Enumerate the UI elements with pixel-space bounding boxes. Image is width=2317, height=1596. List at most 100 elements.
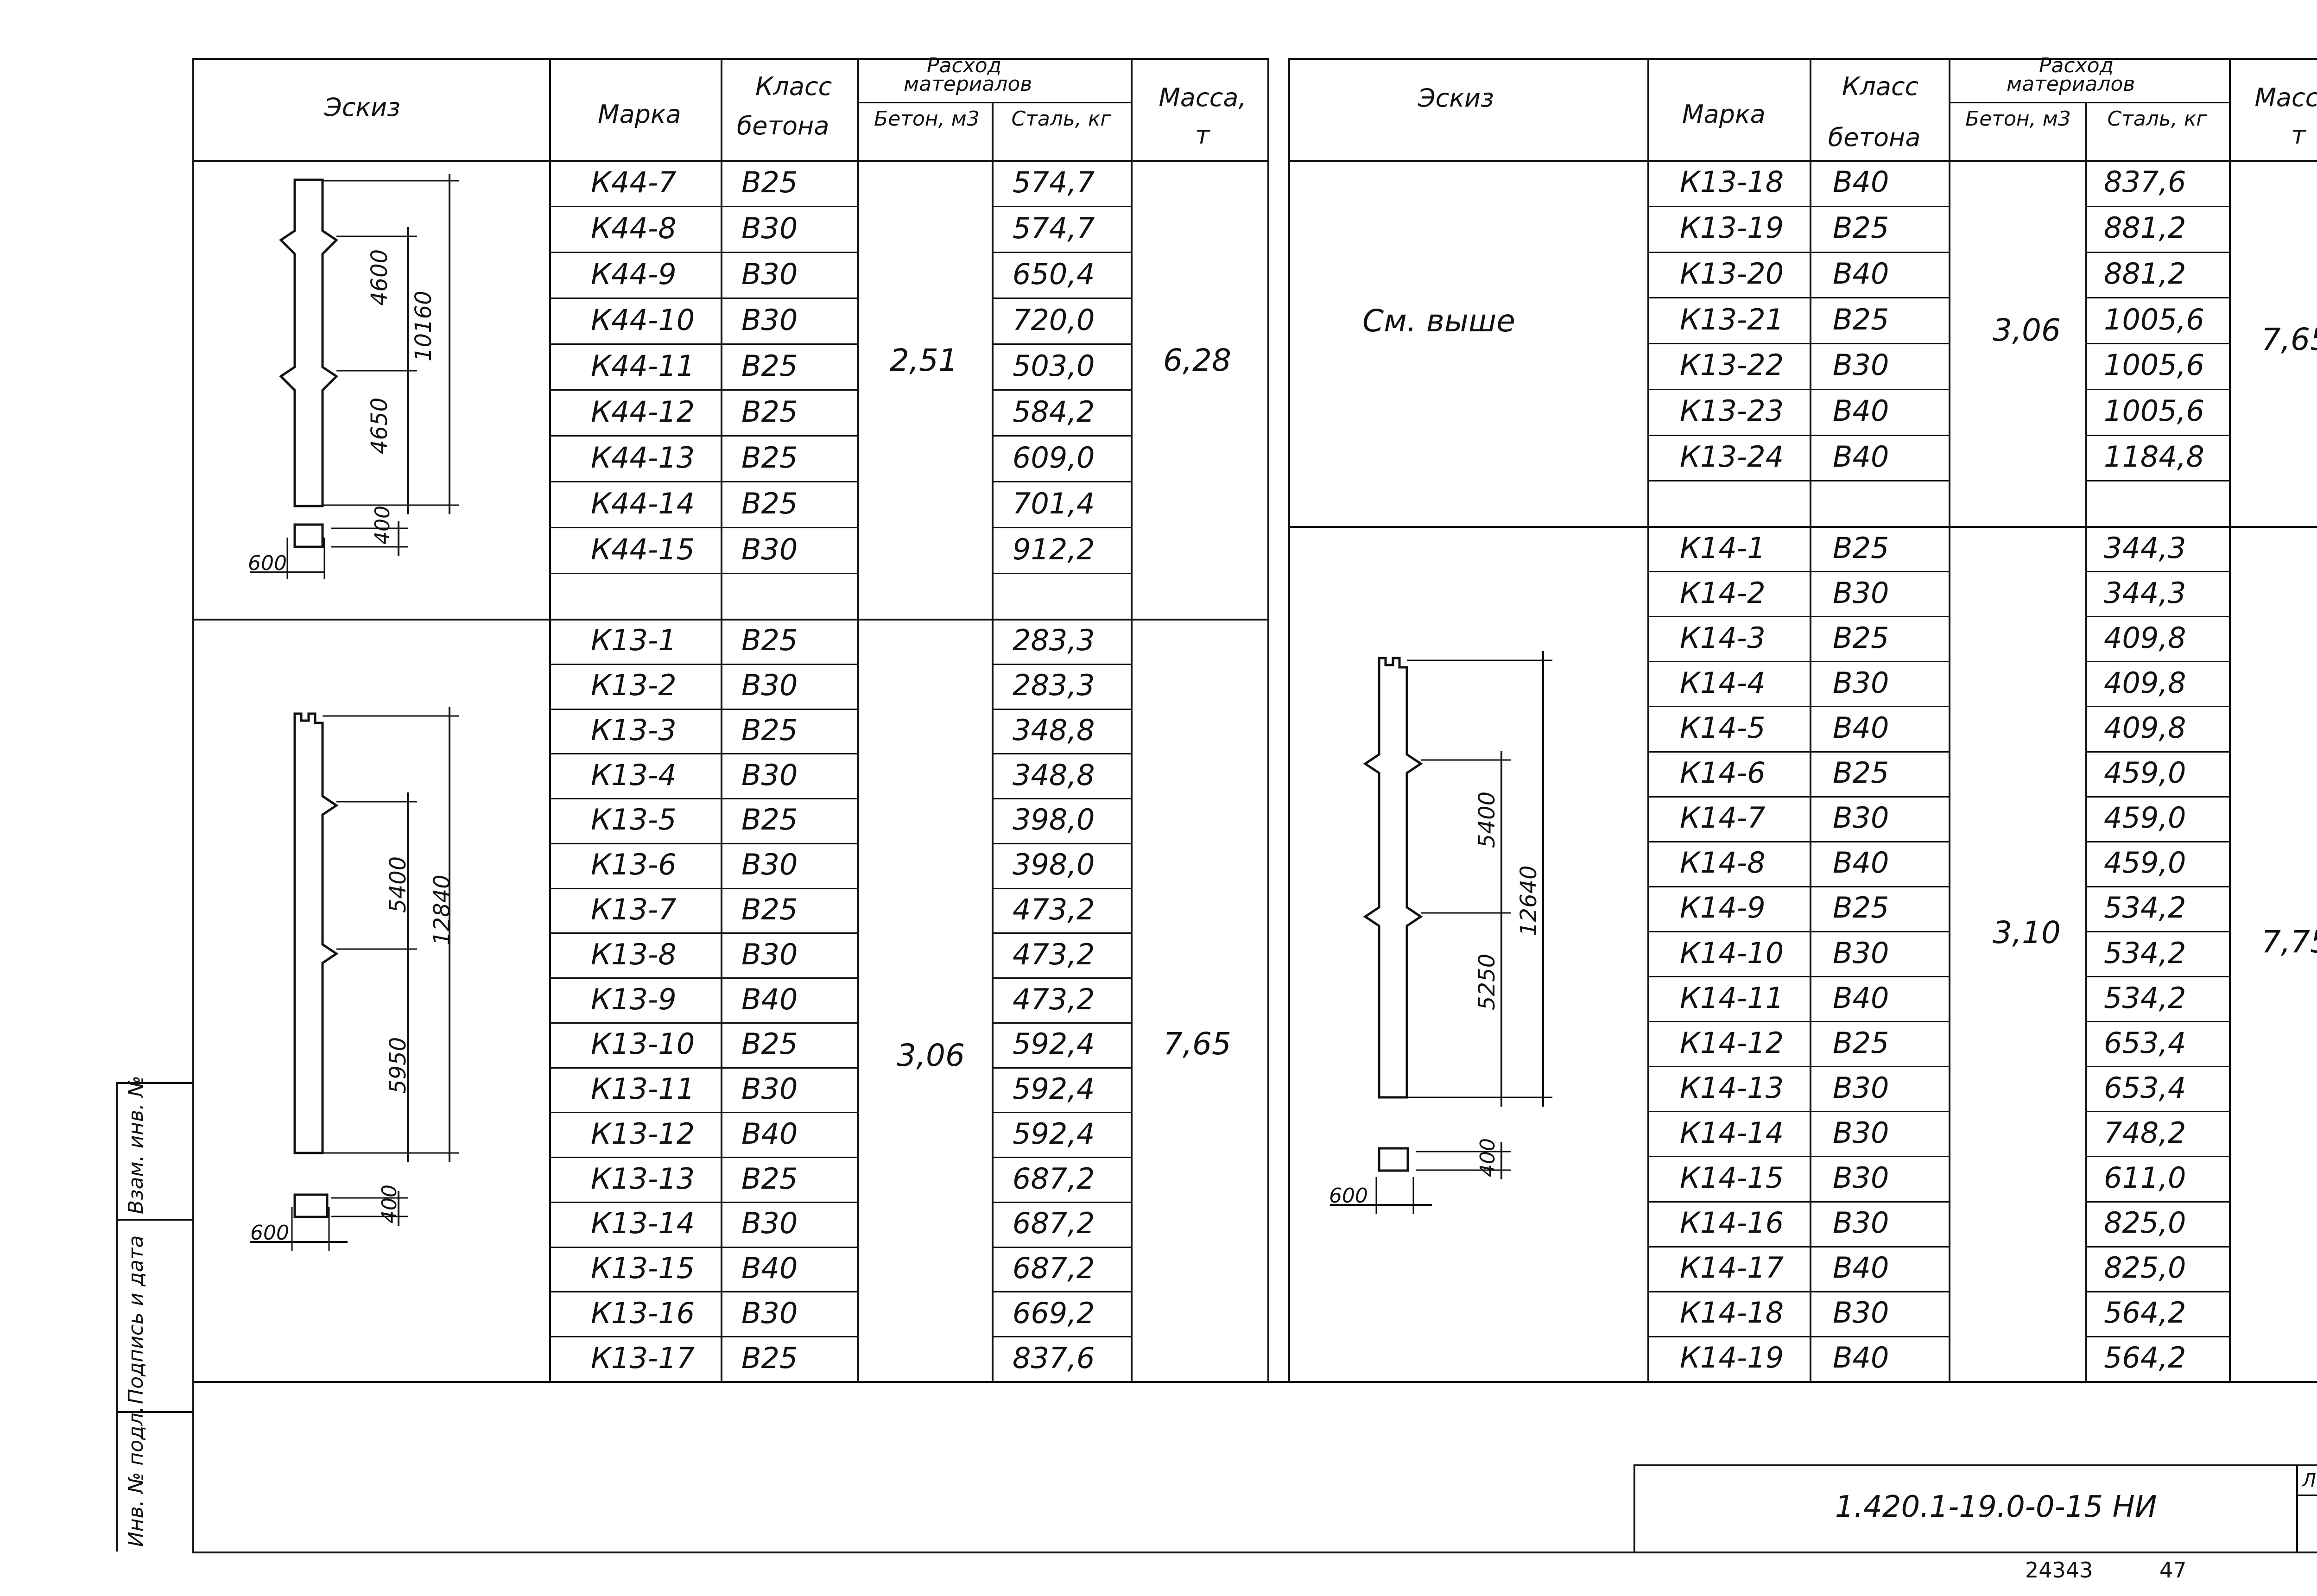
svg-text:400: 400 [1476, 1138, 1500, 1177]
mark-cell: К14-13 [1680, 1071, 1784, 1105]
steel-cell: 398,0 [1013, 803, 1095, 836]
mark-cell: К14-9 [1680, 891, 1766, 925]
mark-cell: К13-16 [591, 1296, 695, 1330]
mark-cell: К14-8 [1680, 846, 1766, 880]
header-consumption-right-1: Расход [2039, 54, 2114, 77]
header-consumption-right-2: материалов [2007, 72, 2135, 96]
steel-cell: 503,0 [1013, 349, 1095, 383]
steel-cell: 344,3 [2104, 576, 2186, 610]
class-cell: В30 [1833, 666, 1889, 700]
header-sketch-left: Эскиз [324, 93, 400, 122]
class-cell: В25 [741, 713, 798, 747]
steel-cell: 344,3 [2104, 531, 2186, 565]
svg-text:12840: 12840 [429, 874, 455, 945]
header-concrete-right: Бетон, м3 [1965, 107, 2071, 131]
class-cell: В25 [741, 165, 798, 199]
class-cell: В30 [741, 937, 798, 971]
mark-cell: К13-10 [591, 1027, 695, 1061]
column-sketch-k44: 4600 4650 10160 400 600 [248, 174, 459, 579]
class-cell: В25 [741, 487, 798, 520]
mark-cell: К44-9 [591, 257, 677, 291]
mark-cell: К13-11 [591, 1072, 695, 1106]
steel-cell: 409,8 [2104, 711, 2186, 745]
mark-cell: К13-20 [1680, 257, 1784, 291]
svg-text:5400: 5400 [385, 856, 411, 913]
column-sketch-k13: 5400 5950 12840 400 600 [250, 707, 459, 1251]
mark-cell: К44-14 [591, 487, 695, 520]
steel-cell: 564,2 [2104, 1341, 2186, 1374]
class-cell: В30 [1833, 801, 1889, 835]
steel-cell: 748,2 [2104, 1116, 2186, 1150]
mark-cell: К14-10 [1680, 936, 1784, 970]
class-cell: В30 [741, 668, 798, 702]
class-cell: В30 [741, 1072, 798, 1106]
steel-cell: 720,0 [1013, 303, 1095, 337]
steel-cell: 609,0 [1013, 441, 1095, 475]
header-class-left-1: Класс [755, 72, 832, 101]
class-cell: В30 [741, 1296, 798, 1330]
stamp-replace-inv: Взам. инв. № [124, 1076, 148, 1214]
svg-text:4650: 4650 [367, 398, 392, 454]
svg-text:600: 600 [1329, 1184, 1368, 1208]
class-cell: В40 [741, 1251, 798, 1285]
class-cell: В30 [741, 532, 798, 566]
class-cell: В30 [741, 848, 798, 881]
steel-cell: 574,7 [1013, 211, 1095, 245]
mark-cell: К13-24 [1680, 440, 1784, 474]
steel-cell: 881,2 [2104, 211, 2186, 245]
steel-cell: 473,2 [1013, 893, 1095, 926]
steel-cell: 687,2 [1013, 1206, 1095, 1240]
mark-cell: К13-21 [1680, 303, 1784, 336]
footer-number: 24343 [2025, 1558, 2093, 1583]
class-cell: В25 [741, 349, 798, 383]
steel-cell: 534,2 [2104, 981, 2186, 1015]
mark-cell: К13-5 [591, 803, 677, 836]
mark-cell: К44-12 [591, 395, 695, 429]
class-cell: В40 [1833, 981, 1889, 1015]
sheet-label: Лист [2302, 1470, 2317, 1491]
mark-cell: К14-7 [1680, 801, 1766, 835]
steel-cell: 687,2 [1013, 1162, 1095, 1196]
class-cell: В25 [741, 1341, 798, 1375]
steel-cell: 534,2 [2104, 891, 2186, 925]
steel-cell: 592,4 [1013, 1117, 1095, 1151]
mark-cell: К13-12 [591, 1117, 695, 1151]
class-cell: В40 [1833, 711, 1889, 745]
mark-cell: К14-15 [1680, 1161, 1784, 1195]
svg-text:600: 600 [250, 1221, 289, 1245]
mark-cell: К14-14 [1680, 1116, 1784, 1150]
svg-text:400: 400 [378, 1184, 401, 1223]
class-cell: В40 [1833, 846, 1889, 880]
class-cell: В40 [1833, 257, 1889, 291]
header-class-left-2: бетона [737, 111, 829, 140]
doc-code: 1.420.1-19.0-0-15 НИ [1835, 1490, 2157, 1524]
svg-text:5400: 5400 [1474, 792, 1500, 848]
class-cell: В30 [1833, 1071, 1889, 1105]
steel-cell: 592,4 [1013, 1027, 1095, 1061]
mark-cell: К13-17 [591, 1341, 695, 1375]
class-cell: В25 [1833, 891, 1889, 925]
mass-value: 7,75 [2261, 924, 2317, 960]
mark-cell: К13-7 [591, 893, 677, 926]
stamp-signature-date: Подпись и дата [124, 1235, 148, 1404]
class-cell: В25 [1833, 303, 1889, 336]
steel-cell: 459,0 [2104, 756, 2186, 790]
steel-cell: 1005,6 [2104, 394, 2204, 428]
mark-cell: К14-19 [1680, 1341, 1784, 1374]
mark-cell: К14-5 [1680, 711, 1766, 745]
class-cell: В40 [1833, 165, 1889, 199]
steel-cell: 534,2 [2104, 936, 2186, 970]
mark-cell: К44-11 [591, 349, 695, 383]
steel-cell: 459,0 [2104, 846, 2186, 880]
mark-cell: К44-13 [591, 441, 695, 475]
steel-cell: 584,2 [1013, 395, 1095, 429]
steel-cell: 825,0 [2104, 1206, 2186, 1240]
steel-cell: 650,4 [1013, 257, 1095, 291]
mark-cell: К13-6 [591, 848, 677, 881]
header-consumption-left-2: материалов [904, 72, 1032, 96]
steel-cell: 881,2 [2104, 257, 2186, 291]
mark-cell: К13-18 [1680, 165, 1784, 199]
class-cell: В30 [1833, 348, 1889, 382]
concrete-value: 3,06 [897, 1038, 965, 1073]
mark-cell: К13-4 [591, 758, 677, 792]
